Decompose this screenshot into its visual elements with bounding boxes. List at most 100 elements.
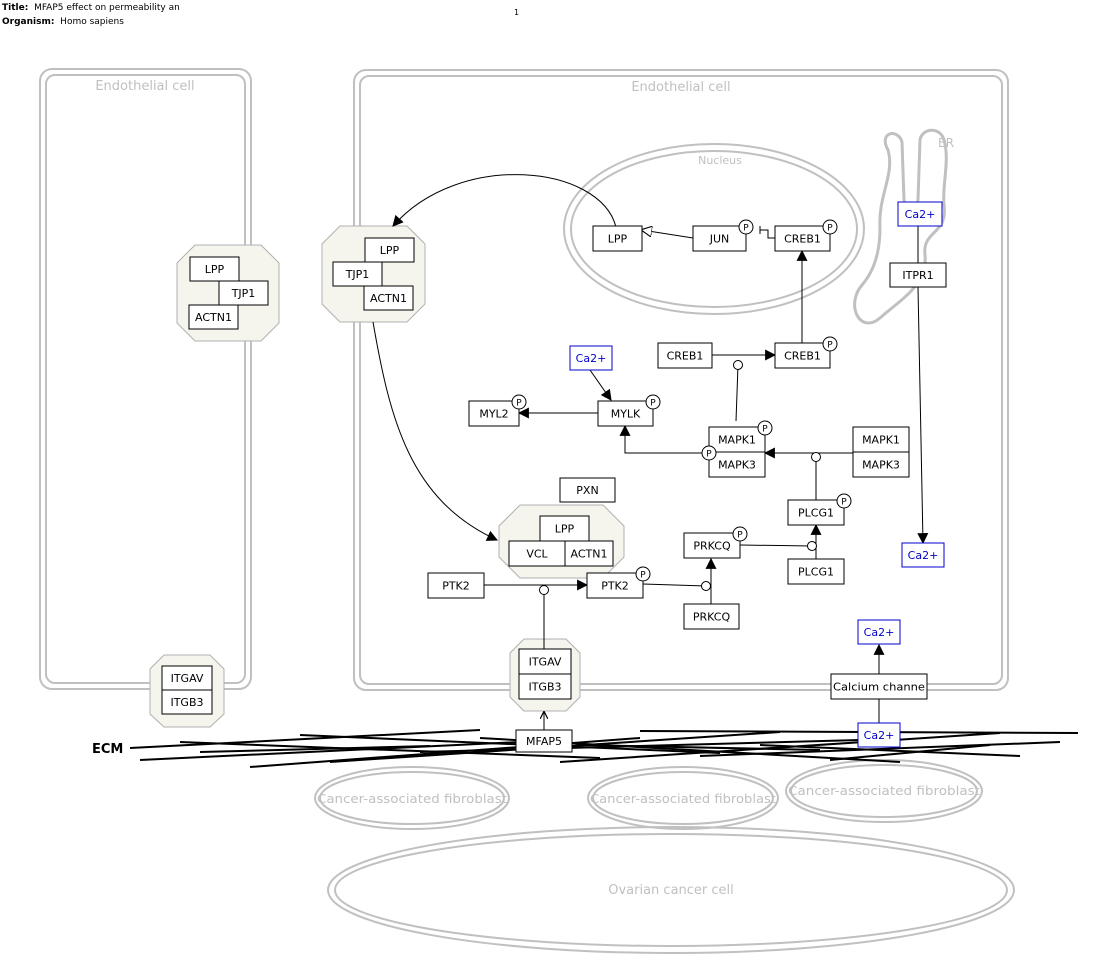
gene-mapk3[interactable]: MAPK3 — [852, 451, 910, 478]
ecm-label: ECM — [92, 742, 123, 757]
gene-creb1-nuc-label: CREB1 — [784, 233, 821, 246]
organism-value: Homo sapiens — [60, 17, 124, 27]
edge-ca-to-mylk — [589, 369, 612, 401]
gene-plcg1-p-label: PLCG1 — [798, 507, 834, 520]
gene-itgav-mid[interactable]: ITGAV — [518, 648, 572, 675]
title-label: Title: — [2, 3, 29, 13]
gene-itpr1[interactable]: ITPR1 — [889, 262, 947, 288]
gene-lpp-top[interactable]: LPP — [364, 237, 415, 263]
metabolite-ca-right-label: Ca2+ — [908, 549, 939, 562]
gene-mapk1-label: MAPK1 — [862, 434, 900, 447]
compartment-caf-2: Cancer-associated fibroblast — [587, 766, 779, 830]
phospho-marker: P — [701, 445, 717, 461]
interactions — [372, 174, 929, 730]
gene-pxn-label: PXN — [576, 484, 598, 497]
gene-itgav-mid-label: ITGAV — [529, 656, 562, 669]
gene-creb1-nuc[interactable]: CREB1 P — [774, 219, 838, 252]
gene-calcium-channel[interactable]: Calcium channe — [830, 673, 928, 700]
phospho-marker: P — [822, 219, 838, 235]
nucleus-label: Nucleus — [698, 154, 742, 167]
metabolite-ca-channel-top-label: Ca2+ — [864, 626, 895, 639]
compartment-caf-1: Cancer-associated fibroblast — [314, 766, 510, 830]
organism-label: Organism: — [2, 17, 55, 27]
metabolite-ca-channel-bottom-label: Ca2+ — [864, 729, 895, 742]
gene-creb1-b-label: CREB1 — [784, 350, 821, 363]
gene-creb1-a[interactable]: CREB1 — [657, 342, 713, 369]
ovarian-label: Ovarian cancer cell — [608, 883, 734, 898]
edge-mapk-to-mylk — [619, 424, 709, 454]
metabolite-ca-channel-top[interactable]: Ca2+ — [857, 619, 901, 645]
gene-itgav-left[interactable]: ITGAV — [161, 665, 213, 691]
gene-prkcq-p-label: PRKCQ — [693, 540, 731, 553]
gene-itpr1-label: ITPR1 — [902, 269, 933, 282]
metabolite-ca-right[interactable]: Ca2+ — [901, 542, 945, 568]
gene-tjp1-left-label: TJP1 — [231, 287, 256, 300]
gene-actn1-left[interactable]: ACTN1 — [188, 304, 239, 330]
gene-myl2[interactable]: MYL2 P — [468, 394, 527, 427]
metabolite-ca-mylk[interactable]: Ca2+ — [569, 345, 613, 371]
compartment-endothelial-main: Endothelial cell — [353, 69, 1009, 691]
compartment-endothelial-left: Endothelial cell — [39, 68, 252, 690]
gene-plcg1[interactable]: PLCG1 — [787, 558, 845, 585]
gene-vcl-fa-label: VCL — [526, 548, 548, 561]
edge-ptk2-to-prkcq — [642, 581, 711, 591]
gene-lpp-fa[interactable]: LPP — [539, 515, 590, 542]
metabolite-ca-channel-bottom[interactable]: Ca2+ — [857, 722, 901, 748]
endothelial-left-label: Endothelial cell — [95, 79, 194, 94]
gene-itgb3-left-label: ITGB3 — [170, 696, 203, 709]
gene-actn1-top[interactable]: ACTN1 — [363, 285, 414, 311]
gene-lpp-nuc-label: LPP — [608, 233, 628, 246]
phospho-marker-label: P — [516, 399, 522, 409]
gene-actn1-top-label: ACTN1 — [370, 292, 407, 305]
gene-actn1-fa-label: ACTN1 — [571, 548, 608, 561]
edge-itpr1-to-ca — [917, 286, 929, 545]
page-number: 1 — [514, 8, 520, 17]
gene-mapk1[interactable]: MAPK1 — [852, 426, 910, 453]
gene-mapk3-label: MAPK3 — [862, 459, 900, 472]
gene-prkcq-label: PRKCQ — [693, 611, 731, 624]
er-label: ER — [938, 136, 954, 150]
endothelial-main-label: Endothelial cell — [631, 80, 730, 95]
phospho-marker: P — [757, 420, 773, 436]
gene-itgb3-left[interactable]: ITGB3 — [161, 689, 213, 715]
gene-itgb3-mid[interactable]: ITGB3 — [518, 673, 572, 700]
gene-pxn[interactable]: PXN — [559, 477, 616, 503]
gene-vcl-fa[interactable]: VCL — [508, 540, 566, 567]
edge-jun-to-lpp — [642, 230, 694, 239]
gene-lpp-nuc[interactable]: LPP — [592, 225, 643, 252]
gene-mfap5[interactable]: MFAP5 — [515, 729, 573, 753]
phospho-marker-label: P — [743, 224, 749, 234]
phospho-marker-label: P — [827, 224, 833, 234]
gene-myl2-label: MYL2 — [479, 408, 508, 421]
phospho-marker: P — [822, 336, 838, 352]
gene-itgb3-mid-label: ITGB3 — [528, 681, 561, 694]
metabolite-ca-er-label: Ca2+ — [905, 208, 936, 221]
gene-tjp1-top-label: TJP1 — [345, 268, 370, 281]
edge-lpp-nuc-to-complex — [392, 174, 617, 228]
gene-ptk2-a[interactable]: PTK2 — [427, 572, 485, 599]
gene-tjp1-top[interactable]: TJP1 — [332, 261, 383, 287]
gene-lpp-fa-label: LPP — [555, 523, 575, 536]
organism-line: Organism: Homo sapiens — [2, 17, 124, 27]
gene-actn1-fa[interactable]: ACTN1 — [564, 540, 614, 567]
metabolite-ca-er[interactable]: Ca2+ — [897, 201, 943, 227]
gene-mylk-label: MYLK — [611, 408, 641, 421]
metabolite-ca-mylk-label: Ca2+ — [576, 352, 607, 365]
edge-complex-to-focal — [372, 321, 498, 541]
phospho-marker: P — [738, 219, 754, 235]
gene-tjp1-left[interactable]: TJP1 — [218, 280, 269, 306]
gene-lpp-left-label: LPP — [205, 263, 225, 276]
gene-lpp-left[interactable]: LPP — [189, 256, 240, 282]
phospho-marker-label: P — [706, 450, 712, 460]
gene-prkcq[interactable]: PRKCQ — [683, 603, 740, 630]
